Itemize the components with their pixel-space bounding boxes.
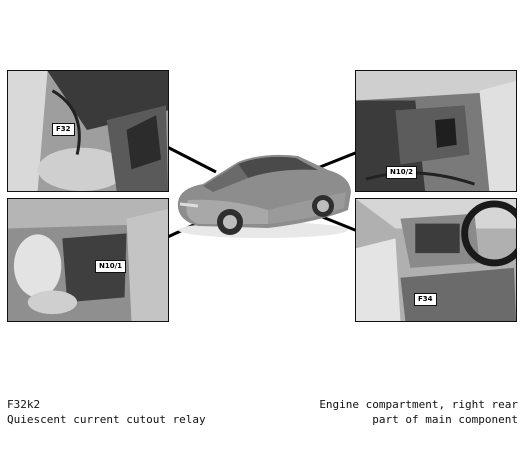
callout-n10-2: N10/2 xyxy=(386,166,418,179)
callout-f34: F34 xyxy=(414,293,437,306)
photo-engine-compartment-left xyxy=(7,70,169,192)
vehicle-overview-image xyxy=(168,140,355,240)
component-caption: F32k2 Quiescent current cutout relay xyxy=(7,397,206,427)
location-line-2: part of main component xyxy=(372,413,518,426)
component-code: F32k2 xyxy=(7,398,41,411)
photo-rear-compartment-right xyxy=(355,70,517,192)
component-name: Quiescent current cutout relay xyxy=(7,413,206,426)
callout-n10-1: N10/1 xyxy=(95,260,127,273)
location-line-1: Engine compartment, right rear xyxy=(319,398,518,411)
location-caption: Engine compartment, right rear part of m… xyxy=(319,397,518,427)
callout-f32: F32 xyxy=(52,123,75,136)
photo-module-left xyxy=(7,198,169,322)
